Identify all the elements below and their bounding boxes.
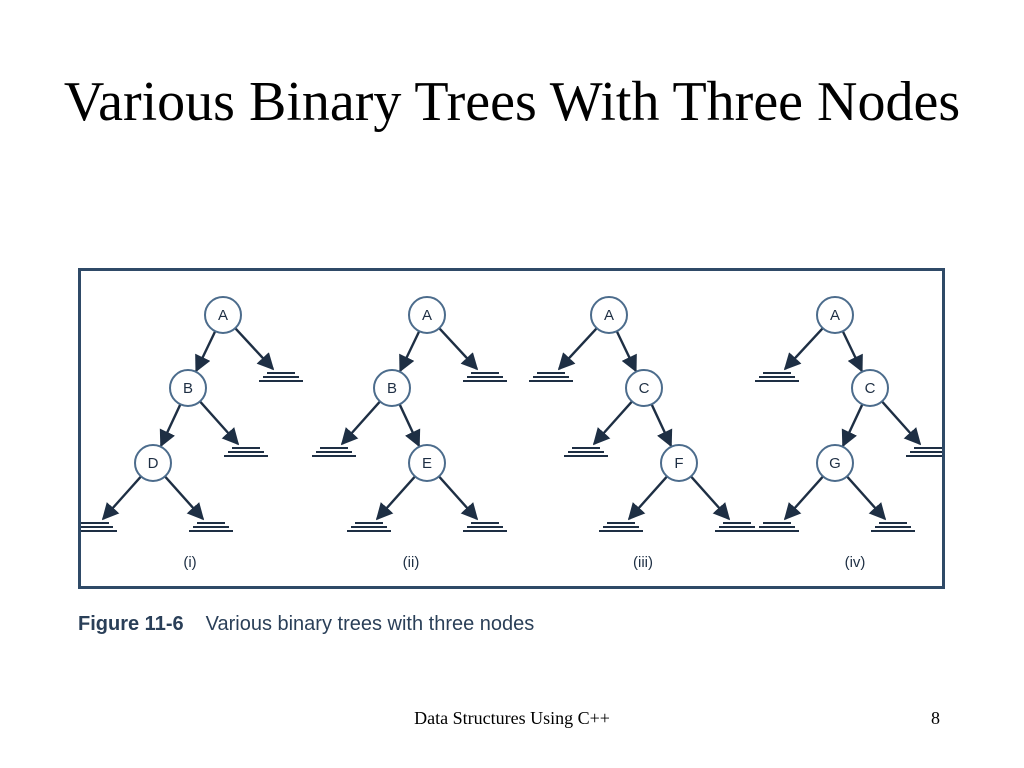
tree-node-label: B [387,380,397,397]
null-link-arrow [164,475,205,521]
null-link-arrow [101,475,142,521]
tree-sublabel: (iv) [845,554,866,571]
null-link-arrow [881,400,922,446]
edge-A-B [399,330,421,373]
tree-node-label: E [422,455,432,472]
tree-node-A [408,296,446,334]
edge-C-G [841,403,864,448]
null-link-arrow [375,475,416,521]
tree-node-label: G [829,455,841,472]
null-link-B-right [224,447,268,457]
null-link-arrow [234,327,275,371]
null-link-arrow [438,327,479,371]
slide-number: 8 [931,708,940,728]
tree-node-label: A [218,307,228,324]
tree-node-label: A [604,307,614,324]
tree-node-A [204,296,242,334]
null-link-G-right [871,522,915,532]
null-link-A-left [755,372,799,382]
figure-frame: A B D (i) A B E (ii) A C F (iii) A C G (iv) [78,268,945,589]
null-link-arrow [846,475,887,521]
tree-node-C [625,369,663,407]
tree-node-label: A [830,307,840,324]
edge-A-C [841,330,863,373]
slide-title: Various Binary Trees With Three Nodes [63,71,961,133]
tree-node-B [169,369,207,407]
tree-node-D [134,444,172,482]
null-link-C-left [564,447,608,457]
null-link-arrow [592,400,633,446]
null-link-A-right [259,372,303,382]
tree-sublabel: (i) [183,554,196,571]
binary-trees-diagram: A B D (i) A B E (ii) A C F (iii) A C G (iv) [81,296,942,571]
tree-node-label: C [639,380,650,397]
edge-B-D [159,403,182,448]
null-link-arrow [627,475,668,521]
tree-node-A [590,296,628,334]
tree-sublabel: (iii) [633,554,653,571]
edge-A-B [195,330,217,373]
edge-A-C [615,330,637,373]
null-link-F-right [715,522,759,532]
tree-node-G [816,444,854,482]
null-link-D-right [189,522,233,532]
tree-node-F [660,444,698,482]
tree-node-A [816,296,854,334]
edge-B-E [398,403,421,448]
tree-node-label: B [183,380,193,397]
null-link-arrow [690,475,731,521]
tree-node-B [373,369,411,407]
null-link-B-left [312,447,356,457]
figure-number: Figure 11-6 [78,613,184,635]
null-link-arrow [557,327,598,371]
tree-node-label: C [865,380,876,397]
null-link-A-right [463,372,507,382]
tree-sublabel: (ii) [403,554,420,571]
null-link-G-left [755,522,799,532]
null-link-A-left [529,372,573,382]
tree-node-label: F [674,455,683,472]
null-link-E-right [463,522,507,532]
null-link-arrow [199,400,240,446]
null-link-F-left [599,522,643,532]
tree-node-label: A [422,307,432,324]
figure-caption-text: Various binary trees with three nodes [205,613,535,635]
slide-footer: Data Structures Using C++ [414,708,610,728]
null-link-arrow [438,475,479,521]
tree-node-C [851,369,889,407]
tree-node-label: D [148,455,159,472]
null-link-arrow [340,400,381,446]
null-link-arrow [783,327,824,371]
null-link-E-left [347,522,391,532]
tree-node-E [408,444,446,482]
null-link-arrow [783,475,824,521]
figure-caption: Figure 11-6 Various binary trees with thr… [78,613,534,636]
edge-C-F [650,403,673,448]
null-link-D-left [81,522,117,532]
null-link-C-right [906,447,942,457]
